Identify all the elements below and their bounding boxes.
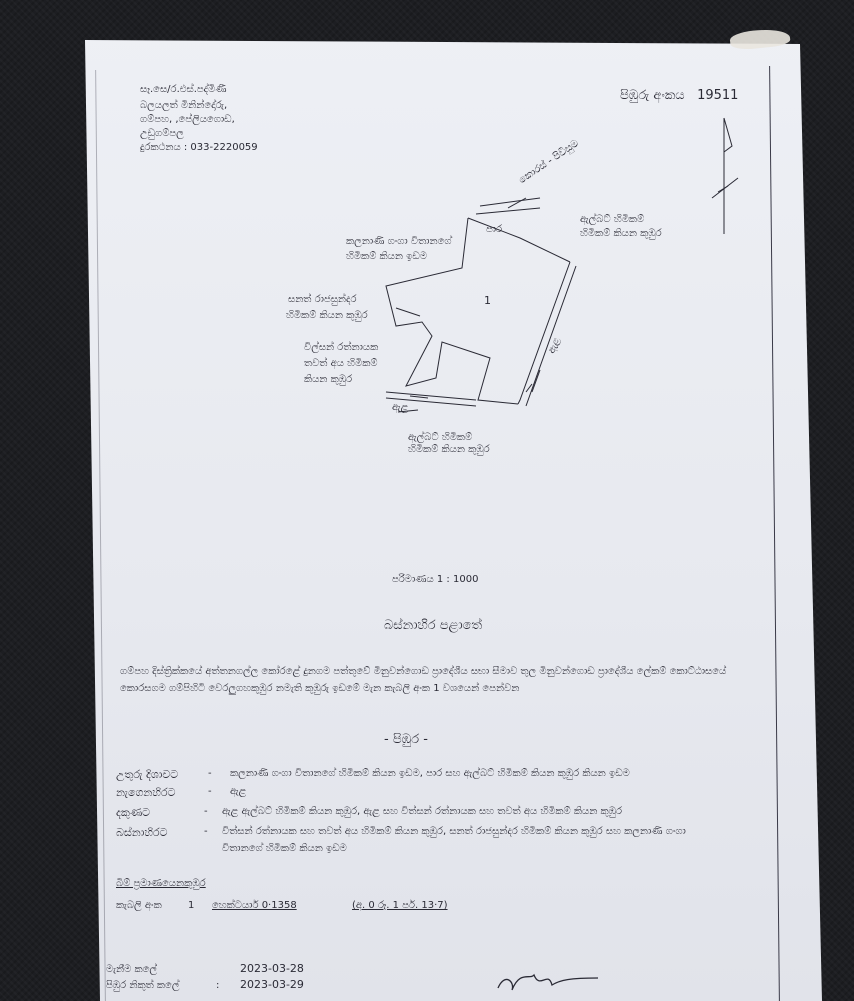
- map-label-s-owner2: හිමිකම් කියන කුඹුර: [408, 444, 490, 455]
- description-line-1: ගම්පහ දිස්ත්‍රික්කයේ අත්තනගල්ල කෝරළේ දුන…: [120, 666, 727, 677]
- office-line-2: බලයලත් මිනින්දෝරු,: [140, 100, 228, 111]
- extent-arp: (අ. 0 රූ. 1 පර්. 13·7): [352, 900, 448, 911]
- colon: -: [204, 826, 208, 837]
- colon: -: [208, 786, 212, 797]
- map-label-w-owner2: හිමිකම් කියන කුඹුර: [286, 310, 368, 321]
- map-label-sw-owner: විල්සන් රත්නායක: [304, 342, 379, 353]
- plan-date: 2023-03-29: [240, 978, 304, 991]
- boundary-east: ඇළ: [230, 786, 247, 797]
- plan-number-label: පිඹුරු අංකය: [620, 88, 685, 103]
- map-label-nw-owner: කලනාණි ගංගා විතානගේ: [346, 236, 452, 247]
- description-line-2: කොරසගම ගම්පිහිටි වෙරලුගහකුඹුර නමැති කුඹු…: [120, 683, 520, 694]
- map-label-ne-owner: ඇල්බට් හිමිකම්: [580, 214, 645, 225]
- map-label-sw-owner3: කියන කුඹුර: [304, 374, 353, 385]
- boundary-east-label: නැගෙනහිරට: [116, 786, 176, 799]
- boundary-west-1: විත්සන් රත්නායක සහ තවත් අය හිමිකම් කියන …: [222, 826, 686, 837]
- plan-number-value: 19511: [697, 88, 739, 103]
- extent-hectares: හෙක්ටයාර් 0·1358: [212, 900, 297, 911]
- survey-date: 2023-03-28: [240, 962, 304, 975]
- map-label-sw-owner2: තවත් අය හිමිකම්: [304, 358, 378, 369]
- map-label-ne-owner2: හිමිකම් කියන කුඹුර: [580, 228, 662, 239]
- scale: පරිමාණය 1 : 1000: [392, 574, 479, 585]
- plan-number: පිඹුරු අංකය 19511: [620, 88, 738, 103]
- extent-label: කැබලි අංක: [116, 900, 162, 911]
- boundary-north-label: උතුරු දිශාවට: [116, 768, 179, 781]
- office-line-1: සෑ.සෙ/ර.එස්.පද්මිණී: [140, 84, 227, 95]
- plan-date-label: පිඹුර නිකුත් කලේ: [106, 980, 180, 991]
- boundary-north: කලනාණි ගංගා විතානගේ හිමිකම් කියන ඉඩම, පා…: [230, 768, 630, 779]
- map-label-ela-south: ඇළ: [392, 402, 409, 413]
- office-line-3: ගම්පහ, ,පේලියගොඩ,: [140, 114, 235, 125]
- boundary-south: ඇළ ඇල්බට් හිමිකම් කියන කුඹුර, ඇළ සහ විත්…: [222, 806, 623, 817]
- map-label-nw-owner2: හිමිකම් කියන ඉඩම: [346, 251, 428, 262]
- boundary-west-label: බස්නාහිරට: [116, 826, 168, 839]
- province: බස්නාහිර පළාතේ: [384, 618, 483, 633]
- survey-date-label: මැනීම කලේ: [106, 964, 158, 975]
- colon: -: [208, 768, 212, 779]
- boundary-west-2: විතානගේ හිමිකම් කියන ඉඩම: [222, 843, 347, 854]
- colon: -: [204, 806, 208, 817]
- signature-icon: [497, 973, 599, 991]
- office-phone: දුරකථනය : 033-2220059: [140, 142, 258, 153]
- office-line-4: උඩුගම්පල: [140, 128, 184, 139]
- map-label-road: පාර: [486, 224, 503, 235]
- map-label-s-owner: ඇල්බට් හිමිකම්: [408, 432, 473, 443]
- plan-heading: - පිඹුර -: [384, 732, 428, 747]
- phone-number: 033-2220059: [190, 142, 258, 153]
- map-label-w-owner: සනත් රාජසුන්දර: [288, 294, 357, 305]
- phone-label: දුරකථනය: [140, 142, 181, 153]
- boundary-south-label: දකුණට: [116, 806, 151, 819]
- extent-heading: බිම් ප්‍රමාණයෙනකුඹුර: [116, 878, 206, 889]
- map-label-lot: 1: [484, 294, 491, 307]
- colon: :: [216, 980, 220, 991]
- extent-lot: 1: [188, 900, 195, 911]
- north-arrow-icon: [711, 117, 739, 234]
